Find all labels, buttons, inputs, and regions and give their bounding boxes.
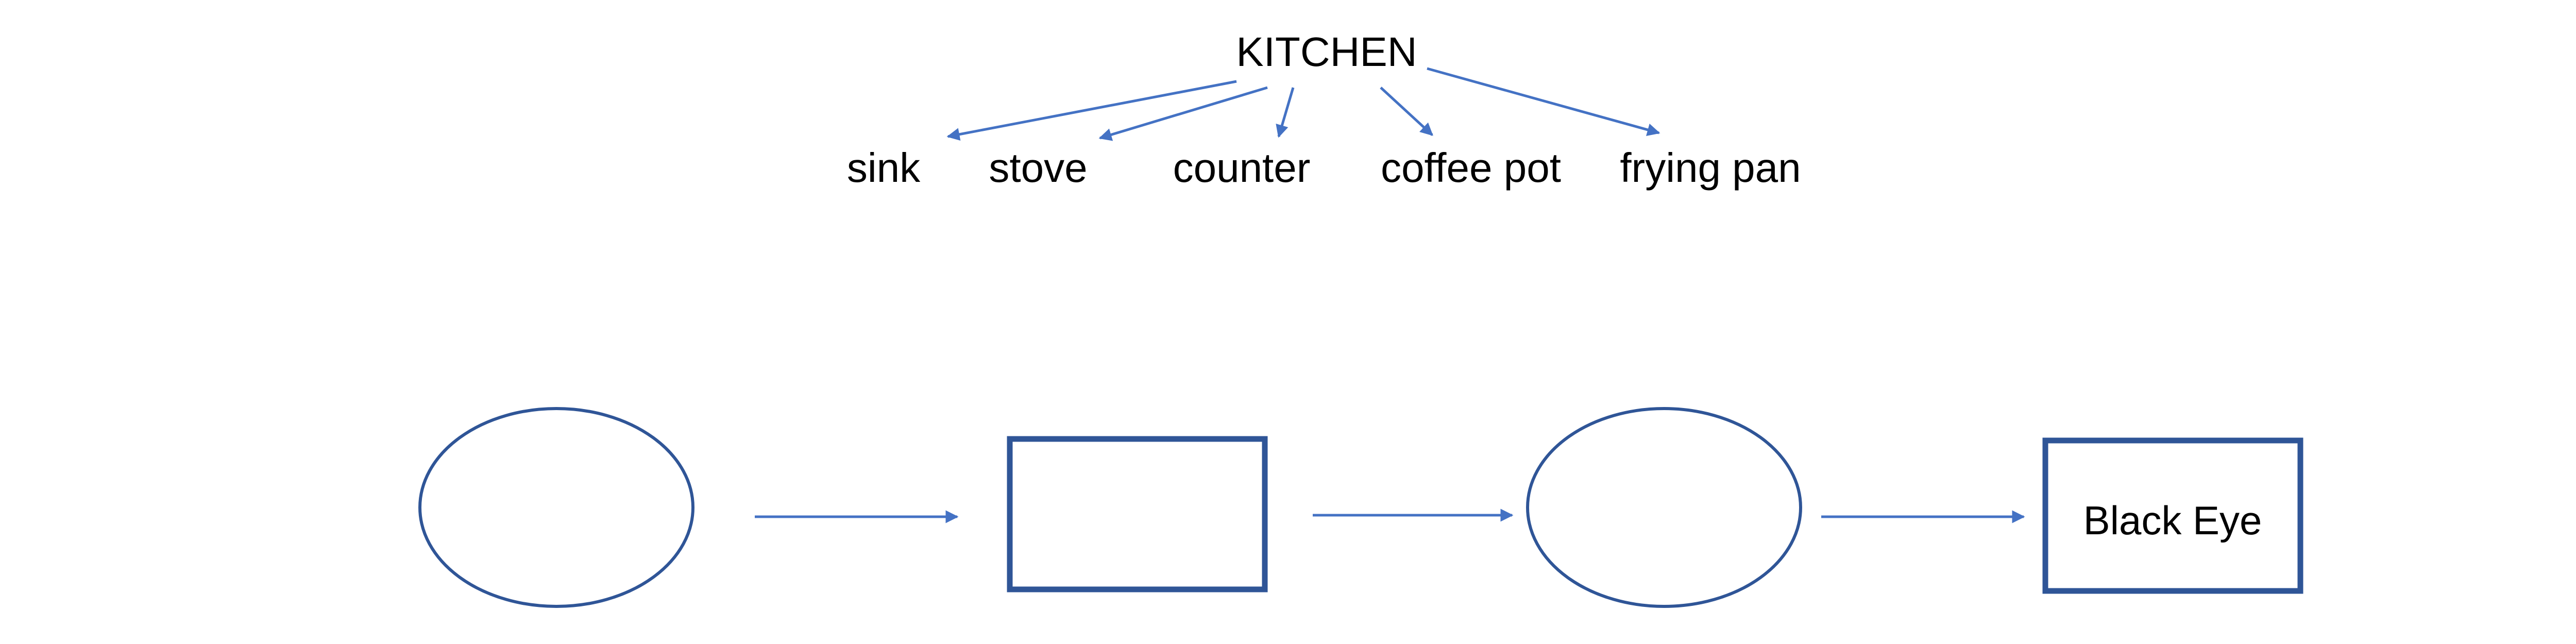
arrow-kitchen-to-sink <box>946 80 1237 141</box>
flow-node-3-ellipse <box>1526 407 1802 608</box>
flow-node-2-rectangle <box>1007 436 1268 592</box>
root-label-kitchen: KITCHEN <box>1236 29 1417 75</box>
child-label-stove: stove <box>989 145 1087 191</box>
arrow-kitchen-to-frying-pan <box>1427 67 1660 137</box>
flow-node-4-label: Black Eye <box>2083 498 2262 543</box>
arrow-kitchen-to-stove <box>1098 86 1268 141</box>
arrow-kitchen-to-coffee-pot <box>1380 87 1433 136</box>
flow-node-1-ellipse <box>418 407 694 608</box>
child-label-sink: sink <box>847 145 921 191</box>
child-label-coffee-pot: coffee pot <box>1381 145 1561 191</box>
arrow-kitchen-to-counter <box>1276 87 1295 138</box>
child-label-frying-pan: frying pan <box>1620 145 1801 191</box>
flow-node-4-rectangle <box>2042 437 2303 594</box>
child-label-counter: counter <box>1173 145 1311 191</box>
